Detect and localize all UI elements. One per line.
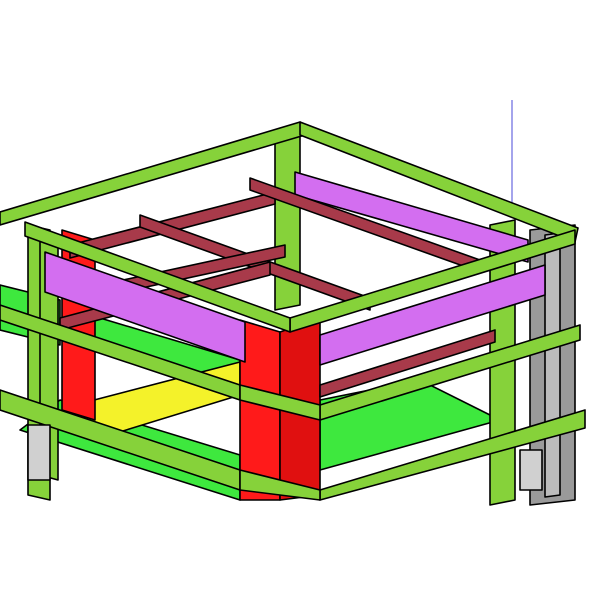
top-frame-back-left xyxy=(0,121,306,226)
connection-plate-right xyxy=(519,449,543,491)
connection-plate-left xyxy=(27,424,51,481)
bottom-frame-front-center xyxy=(239,469,321,501)
maroon-beam-6 xyxy=(319,329,496,398)
mid-frame-front-center xyxy=(239,384,321,421)
top-frame-front-left xyxy=(24,221,291,333)
purple-beam-front-right xyxy=(319,264,546,366)
maroon-beam-1 xyxy=(69,191,276,259)
gray-column-flange xyxy=(544,232,561,498)
purple-beam-front-left xyxy=(44,251,246,363)
purple-beam-back xyxy=(294,171,529,263)
